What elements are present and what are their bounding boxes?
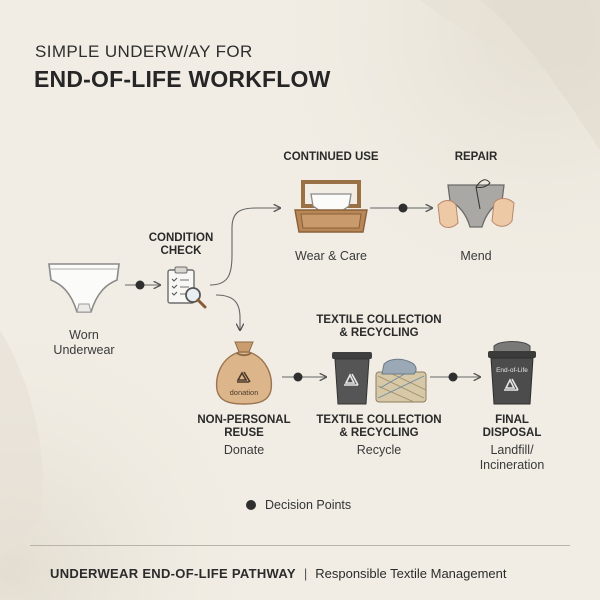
repair-label: REPAIR <box>454 151 498 163</box>
title-line1: SIMPLE UNDERW/AY FOR <box>35 42 253 61</box>
final-disposal-label: FINAL DISPOSAL <box>482 414 542 439</box>
decision-dot <box>293 372 303 382</box>
bag-text: donation <box>230 388 259 397</box>
underwear-icon <box>48 263 120 313</box>
decision-dot <box>135 280 145 290</box>
footer-title: UNDERWEAR END-OF-LIFE PATHWAY <box>50 566 296 581</box>
decision-dot <box>398 203 408 213</box>
mending-hands-icon <box>437 179 515 228</box>
recycling-bin-bales-icon <box>332 352 427 405</box>
non-personal-reuse-label: NON-PERSONAL REUSE <box>197 414 291 439</box>
legend-dot-icon <box>246 500 256 510</box>
drawer-tray-icon <box>294 180 368 233</box>
landfill-incineration-label: Landfill/ Incineration <box>479 443 545 472</box>
donate-label: Donate <box>223 443 265 457</box>
checklist-magnifier-icon <box>167 266 207 309</box>
recycle-label: Recycle <box>356 443 402 457</box>
textile-collection-label: TEXTILE COLLECTION & RECYCLING <box>316 414 442 439</box>
footer-separator: | <box>303 566 308 581</box>
footer-tagline: Responsible Textile Management <box>315 566 507 581</box>
condition-check-label: CONDITION CHECK <box>148 232 214 257</box>
continued-use-label: CONTINUED USE <box>283 151 379 163</box>
worn-underwear-label: Worn Underwear <box>53 328 115 357</box>
textile-collection-top-label: TEXTILE COLLECTION & RECYCLING <box>316 314 442 339</box>
mend-label: Mend <box>460 249 492 263</box>
legend-label: Decision Points <box>265 498 352 512</box>
footer-divider <box>30 545 570 546</box>
bin-text: End-of-Life <box>496 367 528 374</box>
page-title: END-OF-LIFE WORKFLOW <box>34 66 331 92</box>
donation-bag-icon: donation <box>215 341 273 405</box>
wear-care-label: Wear & Care <box>294 249 368 263</box>
disposal-bin-icon: End-of-Life <box>488 341 536 405</box>
footer: UNDERWEAR END-OF-LIFE PATHWAY | Responsibl… <box>50 566 507 581</box>
decision-dot <box>448 372 458 382</box>
